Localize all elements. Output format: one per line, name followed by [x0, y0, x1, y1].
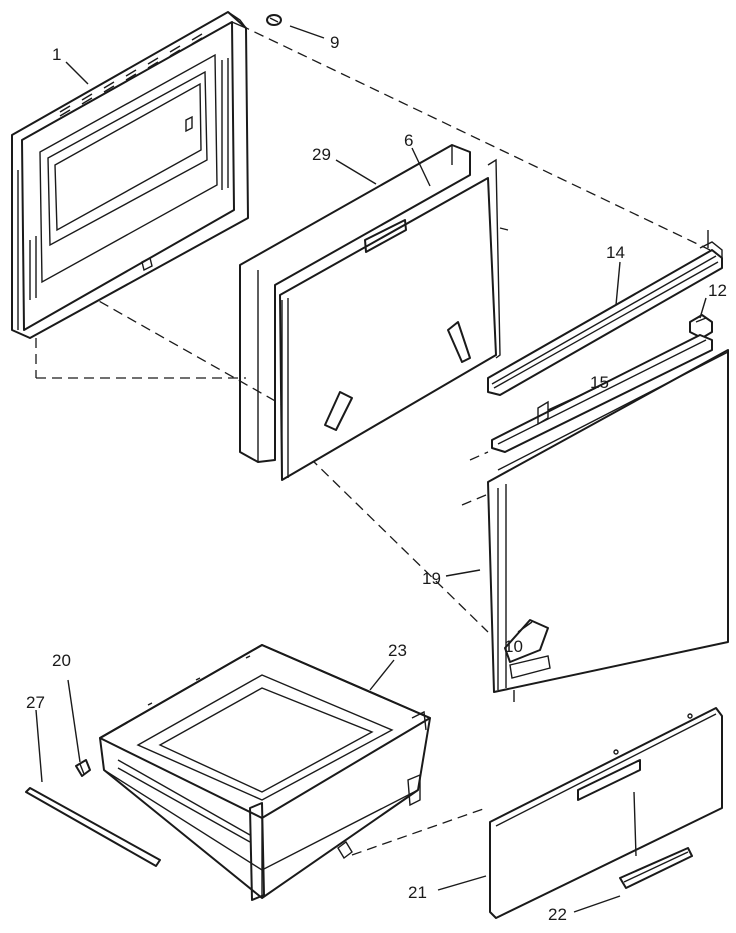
- glide-rod-part: [25, 787, 161, 867]
- callout-27: 27: [26, 693, 45, 712]
- handle-bracket-part: [689, 314, 713, 339]
- callout-20: 20: [52, 651, 71, 670]
- callout-29: 29: [312, 145, 331, 164]
- liner-panel-part: [279, 158, 501, 481]
- callout-14: 14: [606, 243, 625, 262]
- callout-12: 12: [708, 281, 727, 300]
- callout-19: 19: [422, 569, 441, 588]
- callout-21: 21: [408, 883, 427, 902]
- callout-6: 6: [404, 131, 413, 150]
- callout-10: 10: [504, 637, 523, 656]
- callout-15: 15: [590, 373, 609, 392]
- callout-1: 1: [52, 45, 61, 64]
- leader-lines: [35, 25, 707, 913]
- door-top-trim-part: [487, 230, 723, 396]
- callout-23: 23: [388, 641, 407, 660]
- screw-part: [266, 14, 282, 26]
- drawer-front-part: [489, 707, 723, 919]
- insulation-part: [239, 144, 471, 463]
- door-panel-part: [487, 349, 729, 702]
- drawer-part: [99, 644, 431, 901]
- door-handle-part: [491, 334, 713, 453]
- callout-labels: 1 9 29 6 14 12 15 19 10 20 27 23 21 22: [26, 33, 727, 924]
- callout-9: 9: [330, 33, 339, 52]
- callout-22: 22: [548, 905, 567, 924]
- clip-part: [75, 759, 91, 777]
- oven-front-frame: [11, 11, 249, 339]
- drawer-handle-part: [619, 791, 693, 889]
